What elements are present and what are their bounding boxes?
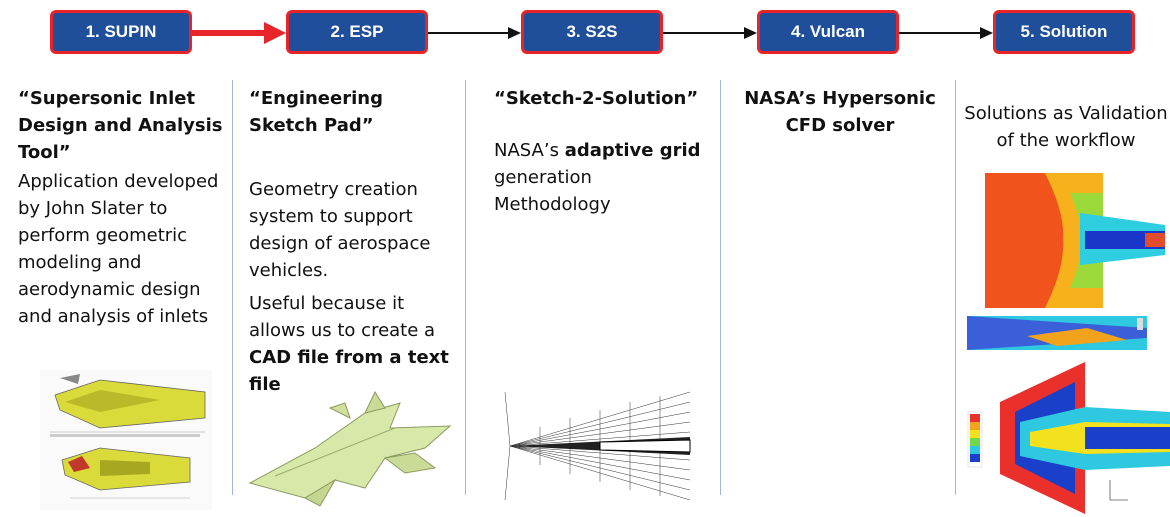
inlet-diagram-image	[40, 370, 212, 510]
column-s2s: “Sketch-2-Solution” NASA’s adaptive grid…	[494, 85, 709, 218]
mach-contour-middle-image	[967, 316, 1147, 350]
separator-4	[955, 80, 956, 495]
s2s-title: “Sketch-2-Solution”	[494, 88, 699, 109]
s2s-body: NASA’s adaptive grid generation Methodol…	[494, 137, 709, 218]
esp-body-2-bold: CAD file from a text file	[249, 347, 449, 395]
mach-contour-bottom-image	[967, 362, 1170, 514]
mach-contour-top-image	[985, 173, 1165, 308]
separator-1	[232, 80, 233, 495]
esp-body-1: Geometry creation system to support desi…	[249, 179, 431, 281]
esp-title: “Engineering Sketch Pad”	[249, 88, 383, 136]
column-supin: “Supersonic Inlet Design and Analysis To…	[18, 85, 223, 330]
column-solution: Solutions as Validation of the workflow	[962, 100, 1170, 154]
vulcan-title: NASA’s Hypersonic CFD solver	[744, 88, 936, 136]
s2s-body-post: generation Methodology	[494, 167, 611, 215]
s2s-body-pre: NASA’s	[494, 140, 565, 161]
solution-title: Solutions as Validation of the workflow	[964, 103, 1168, 151]
aircraft-cad-image	[248, 390, 452, 507]
esp-body-2-text: Useful because it allows us to create a	[249, 293, 436, 341]
arrow-vulcan-solution	[899, 27, 993, 39]
arrow-s2s-vulcan	[663, 27, 757, 39]
supin-body: Application developed by John Slater to …	[18, 171, 219, 327]
arrow-esp-s2s	[428, 27, 521, 39]
adaptive-grid-image	[504, 391, 691, 501]
supin-title: “Supersonic Inlet Design and Analysis To…	[18, 88, 223, 163]
step-esp: 2. ESP	[286, 10, 428, 54]
separator-2	[465, 80, 466, 495]
s2s-body-bold: adaptive grid	[564, 140, 701, 161]
column-vulcan: NASA’s Hypersonic CFD solver	[735, 85, 945, 139]
arrow-supin-esp	[192, 22, 286, 44]
step-vulcan: 4. Vulcan	[757, 10, 899, 54]
step-s2s: 3. S2S	[521, 10, 663, 54]
esp-body-2: Useful because it allows us to create a …	[249, 290, 454, 398]
column-esp: “Engineering Sketch Pad” Geometry creati…	[249, 85, 454, 398]
separator-3	[720, 80, 721, 495]
step-solution: 5. Solution	[993, 10, 1135, 54]
step-supin: 1. SUPIN	[50, 10, 192, 54]
